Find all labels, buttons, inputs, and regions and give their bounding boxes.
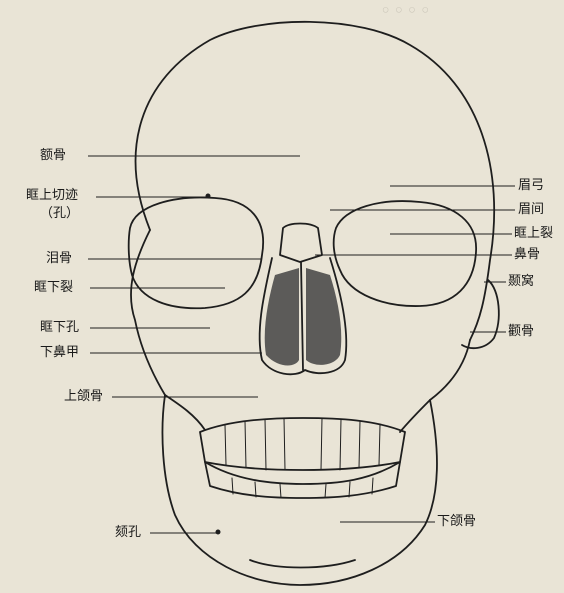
upper-teeth bbox=[200, 418, 405, 470]
tooth-separators bbox=[225, 418, 380, 498]
label-supraorbital-foramen: （孔） bbox=[40, 206, 79, 221]
mental-foramen-dot bbox=[216, 530, 221, 535]
label-supraorbital-notch: 眶上切迹 bbox=[26, 188, 78, 203]
label-infraorbital-foramen: 眶下孔 bbox=[40, 320, 79, 335]
label-superciliary-arch: 眉弓 bbox=[518, 178, 544, 193]
right-temporal-outline bbox=[430, 340, 470, 400]
right-maxilla-line bbox=[400, 400, 430, 432]
nasal-septum bbox=[301, 262, 303, 370]
label-lacrimal: 泪骨 bbox=[46, 251, 72, 266]
label-inferior-concha: 下鼻甲 bbox=[40, 345, 79, 360]
chin-line bbox=[250, 560, 355, 568]
label-glabella: 眉间 bbox=[518, 202, 544, 217]
label-maxilla: 上颌骨 bbox=[64, 389, 103, 404]
label-temporal-fossa: 颞窝 bbox=[508, 274, 534, 289]
label-zygomatic: 颧骨 bbox=[508, 324, 534, 339]
left-orbit bbox=[129, 197, 263, 308]
left-maxilla-line bbox=[165, 395, 205, 430]
left-temporal-outline bbox=[131, 230, 165, 395]
label-mandible: 下颌骨 bbox=[437, 514, 476, 529]
supraorbital-notch-dot bbox=[206, 194, 211, 199]
right-orbit bbox=[334, 201, 476, 306]
nasal-bones bbox=[280, 224, 322, 263]
label-frontal: 额骨 bbox=[40, 148, 66, 163]
label-superior-orbital-fissure: 眶上裂 bbox=[514, 226, 553, 241]
label-nasal: 鼻骨 bbox=[514, 247, 540, 262]
label-inferior-orbital-fissure: 眶下裂 bbox=[34, 280, 73, 295]
mandible-outline bbox=[162, 395, 436, 585]
label-mental-foramen: 颏孔 bbox=[115, 525, 141, 540]
